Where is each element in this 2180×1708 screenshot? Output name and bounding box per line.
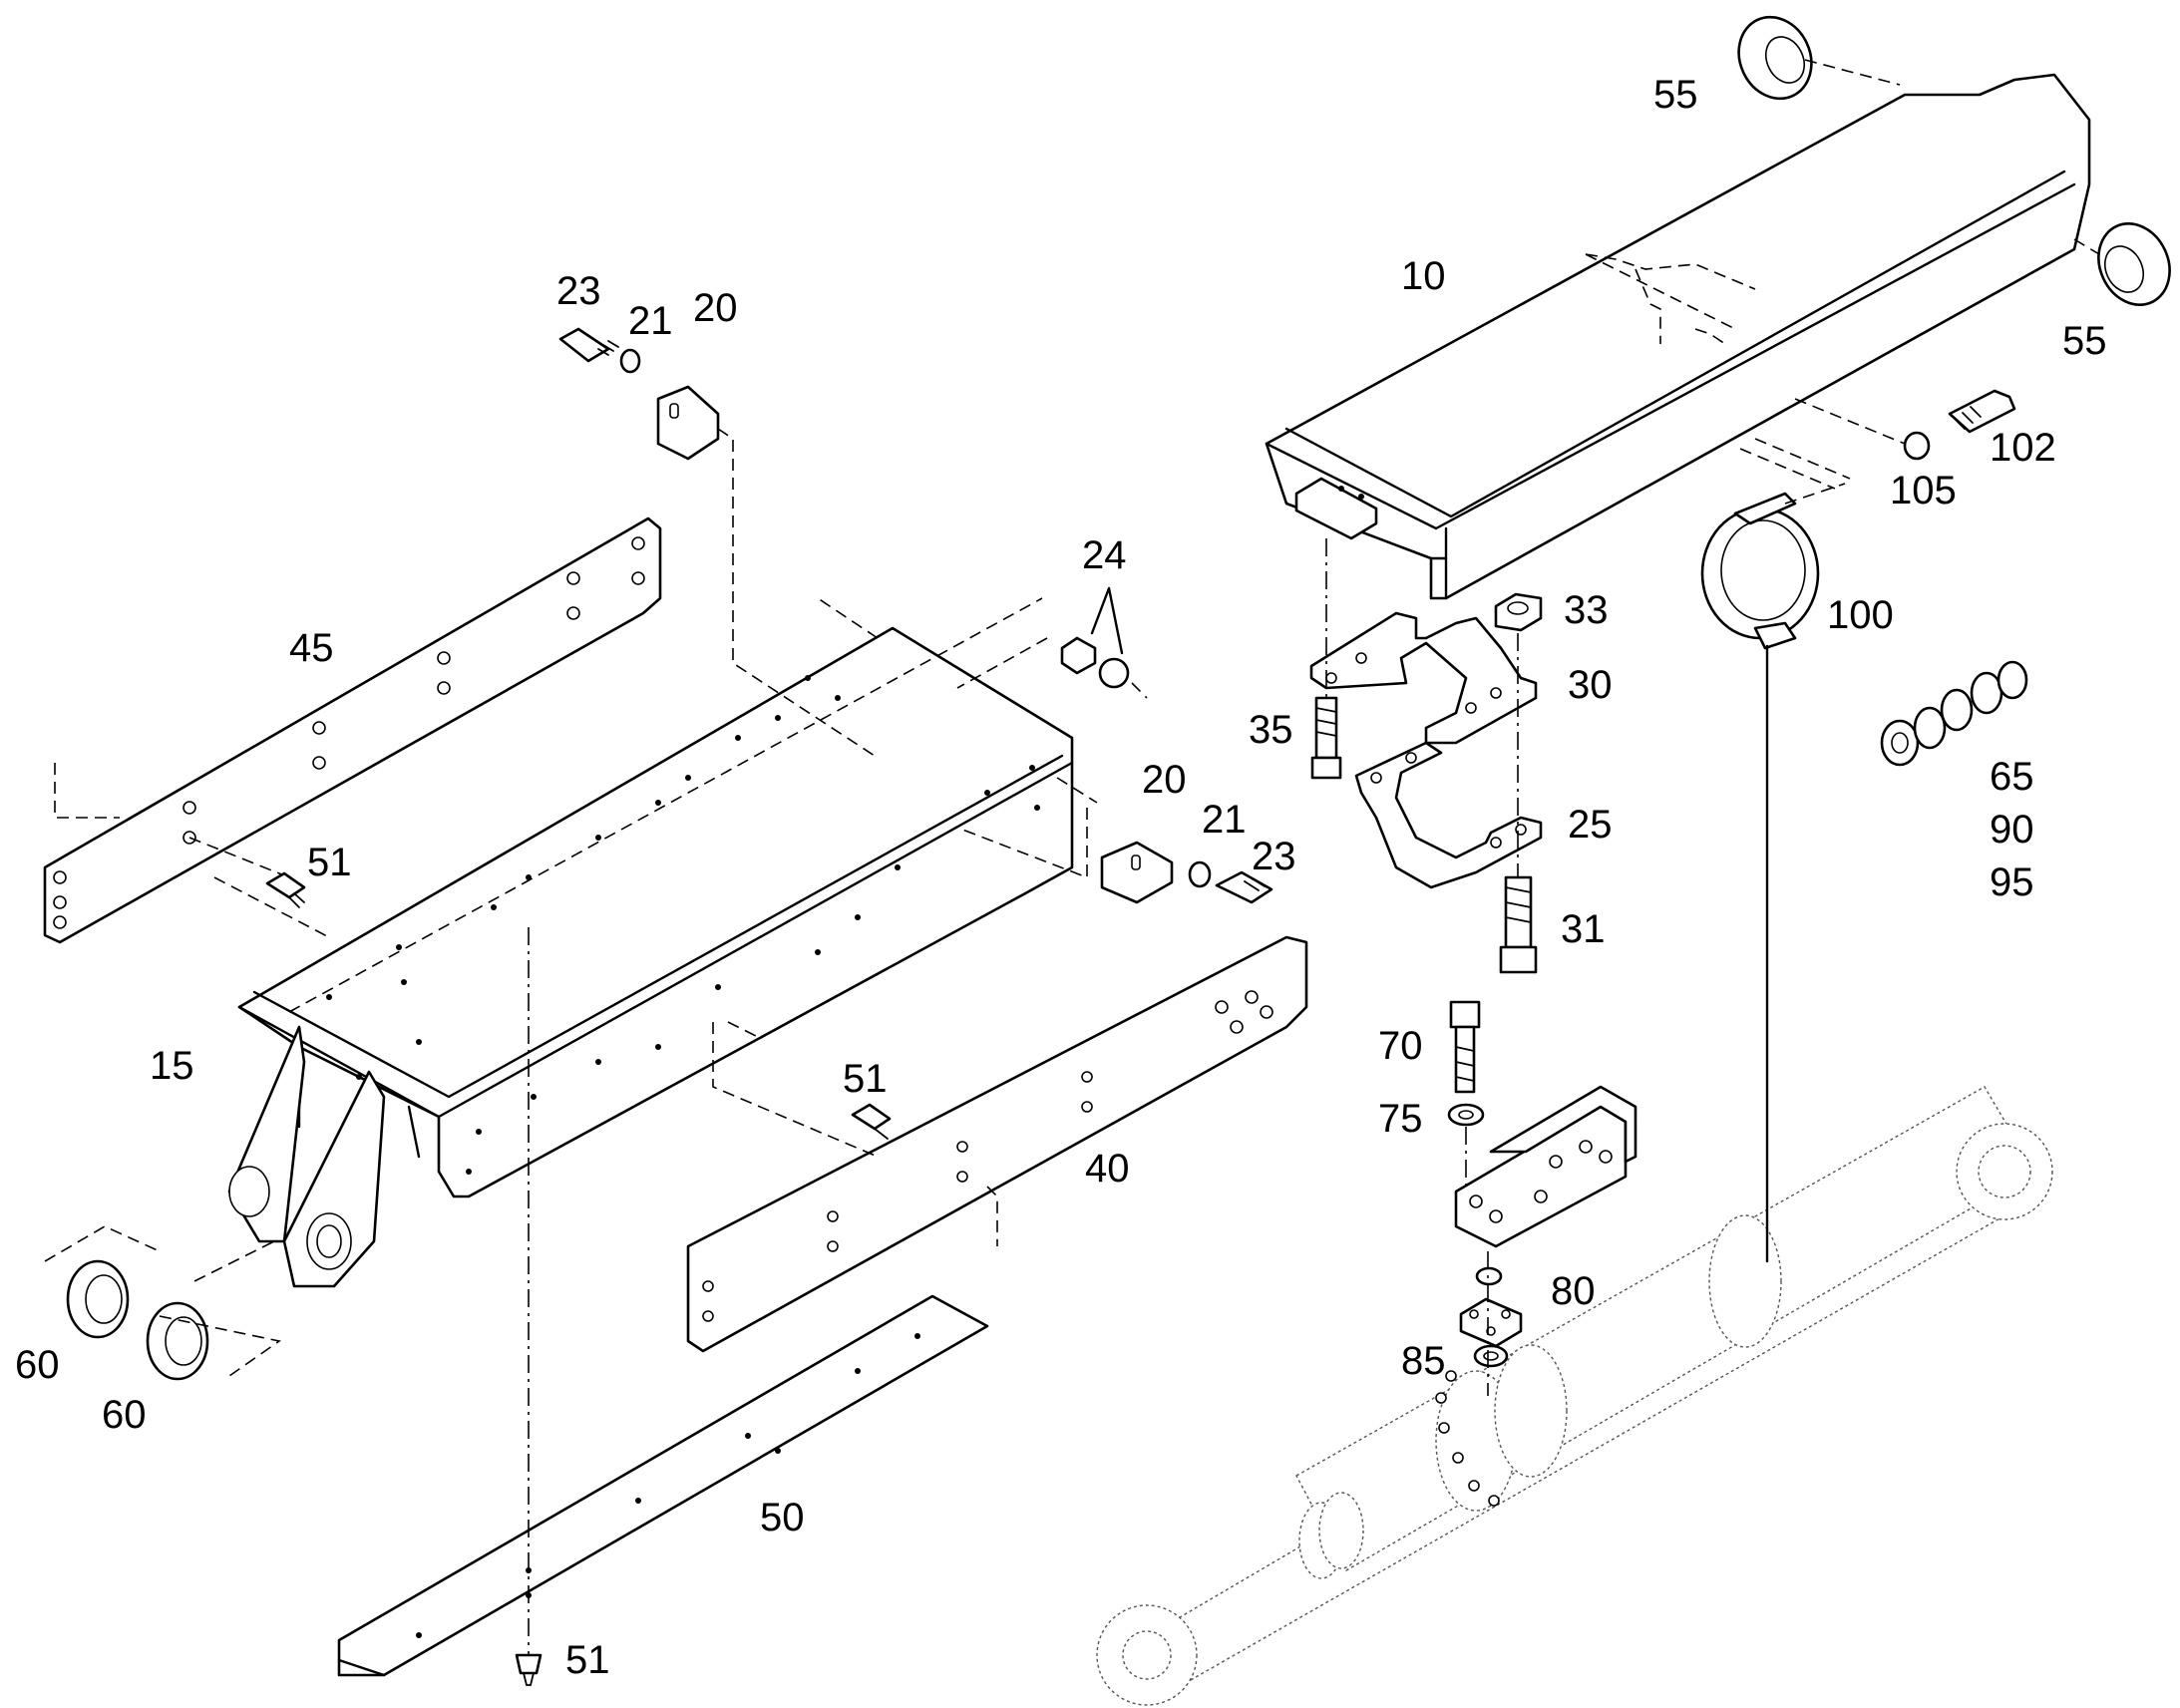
washer-75	[1447, 1103, 1485, 1127]
callout-35: 35	[1249, 708, 1293, 752]
callout-90: 90	[1990, 808, 2034, 852]
boom-section-15	[227, 597, 1074, 1288]
washer-105	[1903, 431, 1931, 461]
side-plate-45	[43, 516, 662, 944]
callout-31: 31	[1561, 907, 1606, 951]
cylinder-flange-bolts	[1435, 1370, 1500, 1507]
callout-23-top: 23	[556, 269, 601, 313]
screw-51-bottom	[515, 1653, 543, 1686]
callout-labels: 10 15 20 20 21 21 23 23 24 25 30 31 33 3…	[15, 73, 2107, 1682]
callout-60-left: 60	[15, 1343, 60, 1387]
callout-10: 10	[1401, 254, 1446, 298]
callout-20-top: 20	[693, 286, 738, 330]
callout-55-top: 55	[1653, 73, 1698, 117]
bracket-20-right	[1100, 841, 1174, 904]
callout-51-left: 51	[307, 841, 352, 884]
callout-95: 95	[1990, 860, 2034, 904]
nut-33	[1494, 592, 1543, 632]
callout-100: 100	[1827, 593, 1894, 637]
callout-21-top: 21	[628, 299, 673, 343]
callout-33: 33	[1564, 588, 1609, 632]
bolt-23-top	[558, 327, 619, 363]
callout-23-right: 23	[1252, 835, 1296, 878]
callout-80: 80	[1551, 1269, 1596, 1313]
callout-24: 24	[1082, 533, 1127, 577]
callout-20-right: 20	[1142, 758, 1187, 802]
callout-15: 15	[150, 1044, 194, 1088]
plate-80	[1459, 1297, 1523, 1348]
callout-45: 45	[289, 626, 334, 670]
boom-section-10	[1265, 73, 2091, 600]
screw-51-left	[265, 871, 306, 908]
callout-30: 30	[1568, 663, 1613, 707]
callout-51-bottom: 51	[565, 1638, 610, 1682]
callout-102: 102	[1990, 426, 2056, 470]
callout-40: 40	[1085, 1147, 1130, 1191]
clamp-half-30	[1309, 611, 1538, 745]
bearing-ring-60a	[66, 1259, 130, 1339]
washer-80-upper	[1475, 1266, 1503, 1286]
callout-60-right: 60	[102, 1393, 147, 1437]
bottom-plate-50	[337, 1294, 989, 1677]
hydraulic-cylinder-ghost	[1096, 1086, 2053, 1706]
callout-51-middle: 51	[843, 1057, 888, 1101]
callout-21-right: 21	[1202, 798, 1247, 842]
callout-105: 105	[1890, 469, 1957, 512]
spring-fittings-65-90-95	[1880, 660, 2028, 767]
nut-24b	[1098, 657, 1130, 689]
callout-55-right: 55	[2062, 319, 2107, 363]
callout-70: 70	[1378, 1024, 1423, 1068]
valve-block	[1454, 1085, 1637, 1248]
bearing-ring-60b	[146, 1301, 209, 1381]
callout-65: 65	[1990, 755, 2034, 799]
screw-31	[1499, 875, 1538, 974]
screw-35	[1310, 696, 1342, 780]
callout-85: 85	[1401, 1339, 1446, 1383]
washer-21-top	[619, 348, 641, 374]
bolt-102	[1948, 389, 2016, 434]
bracket-20-top	[656, 385, 720, 461]
nut-24a	[1060, 636, 1097, 675]
bearing-55-top	[1737, 15, 1813, 101]
screw-51-middle	[851, 1103, 892, 1140]
bearing-55-right	[2097, 222, 2171, 306]
bolt-23-right	[1215, 870, 1273, 904]
callout-75: 75	[1378, 1097, 1423, 1141]
washer-21-right	[1188, 860, 1212, 888]
washer-85	[1473, 1344, 1509, 1368]
callout-25: 25	[1568, 803, 1613, 847]
callout-50: 50	[760, 1496, 805, 1539]
bolt-70	[1449, 1000, 1481, 1094]
clamp-half-25	[1354, 741, 1543, 889]
side-plate-40	[686, 935, 1308, 1353]
clamp-100	[1700, 492, 1820, 650]
